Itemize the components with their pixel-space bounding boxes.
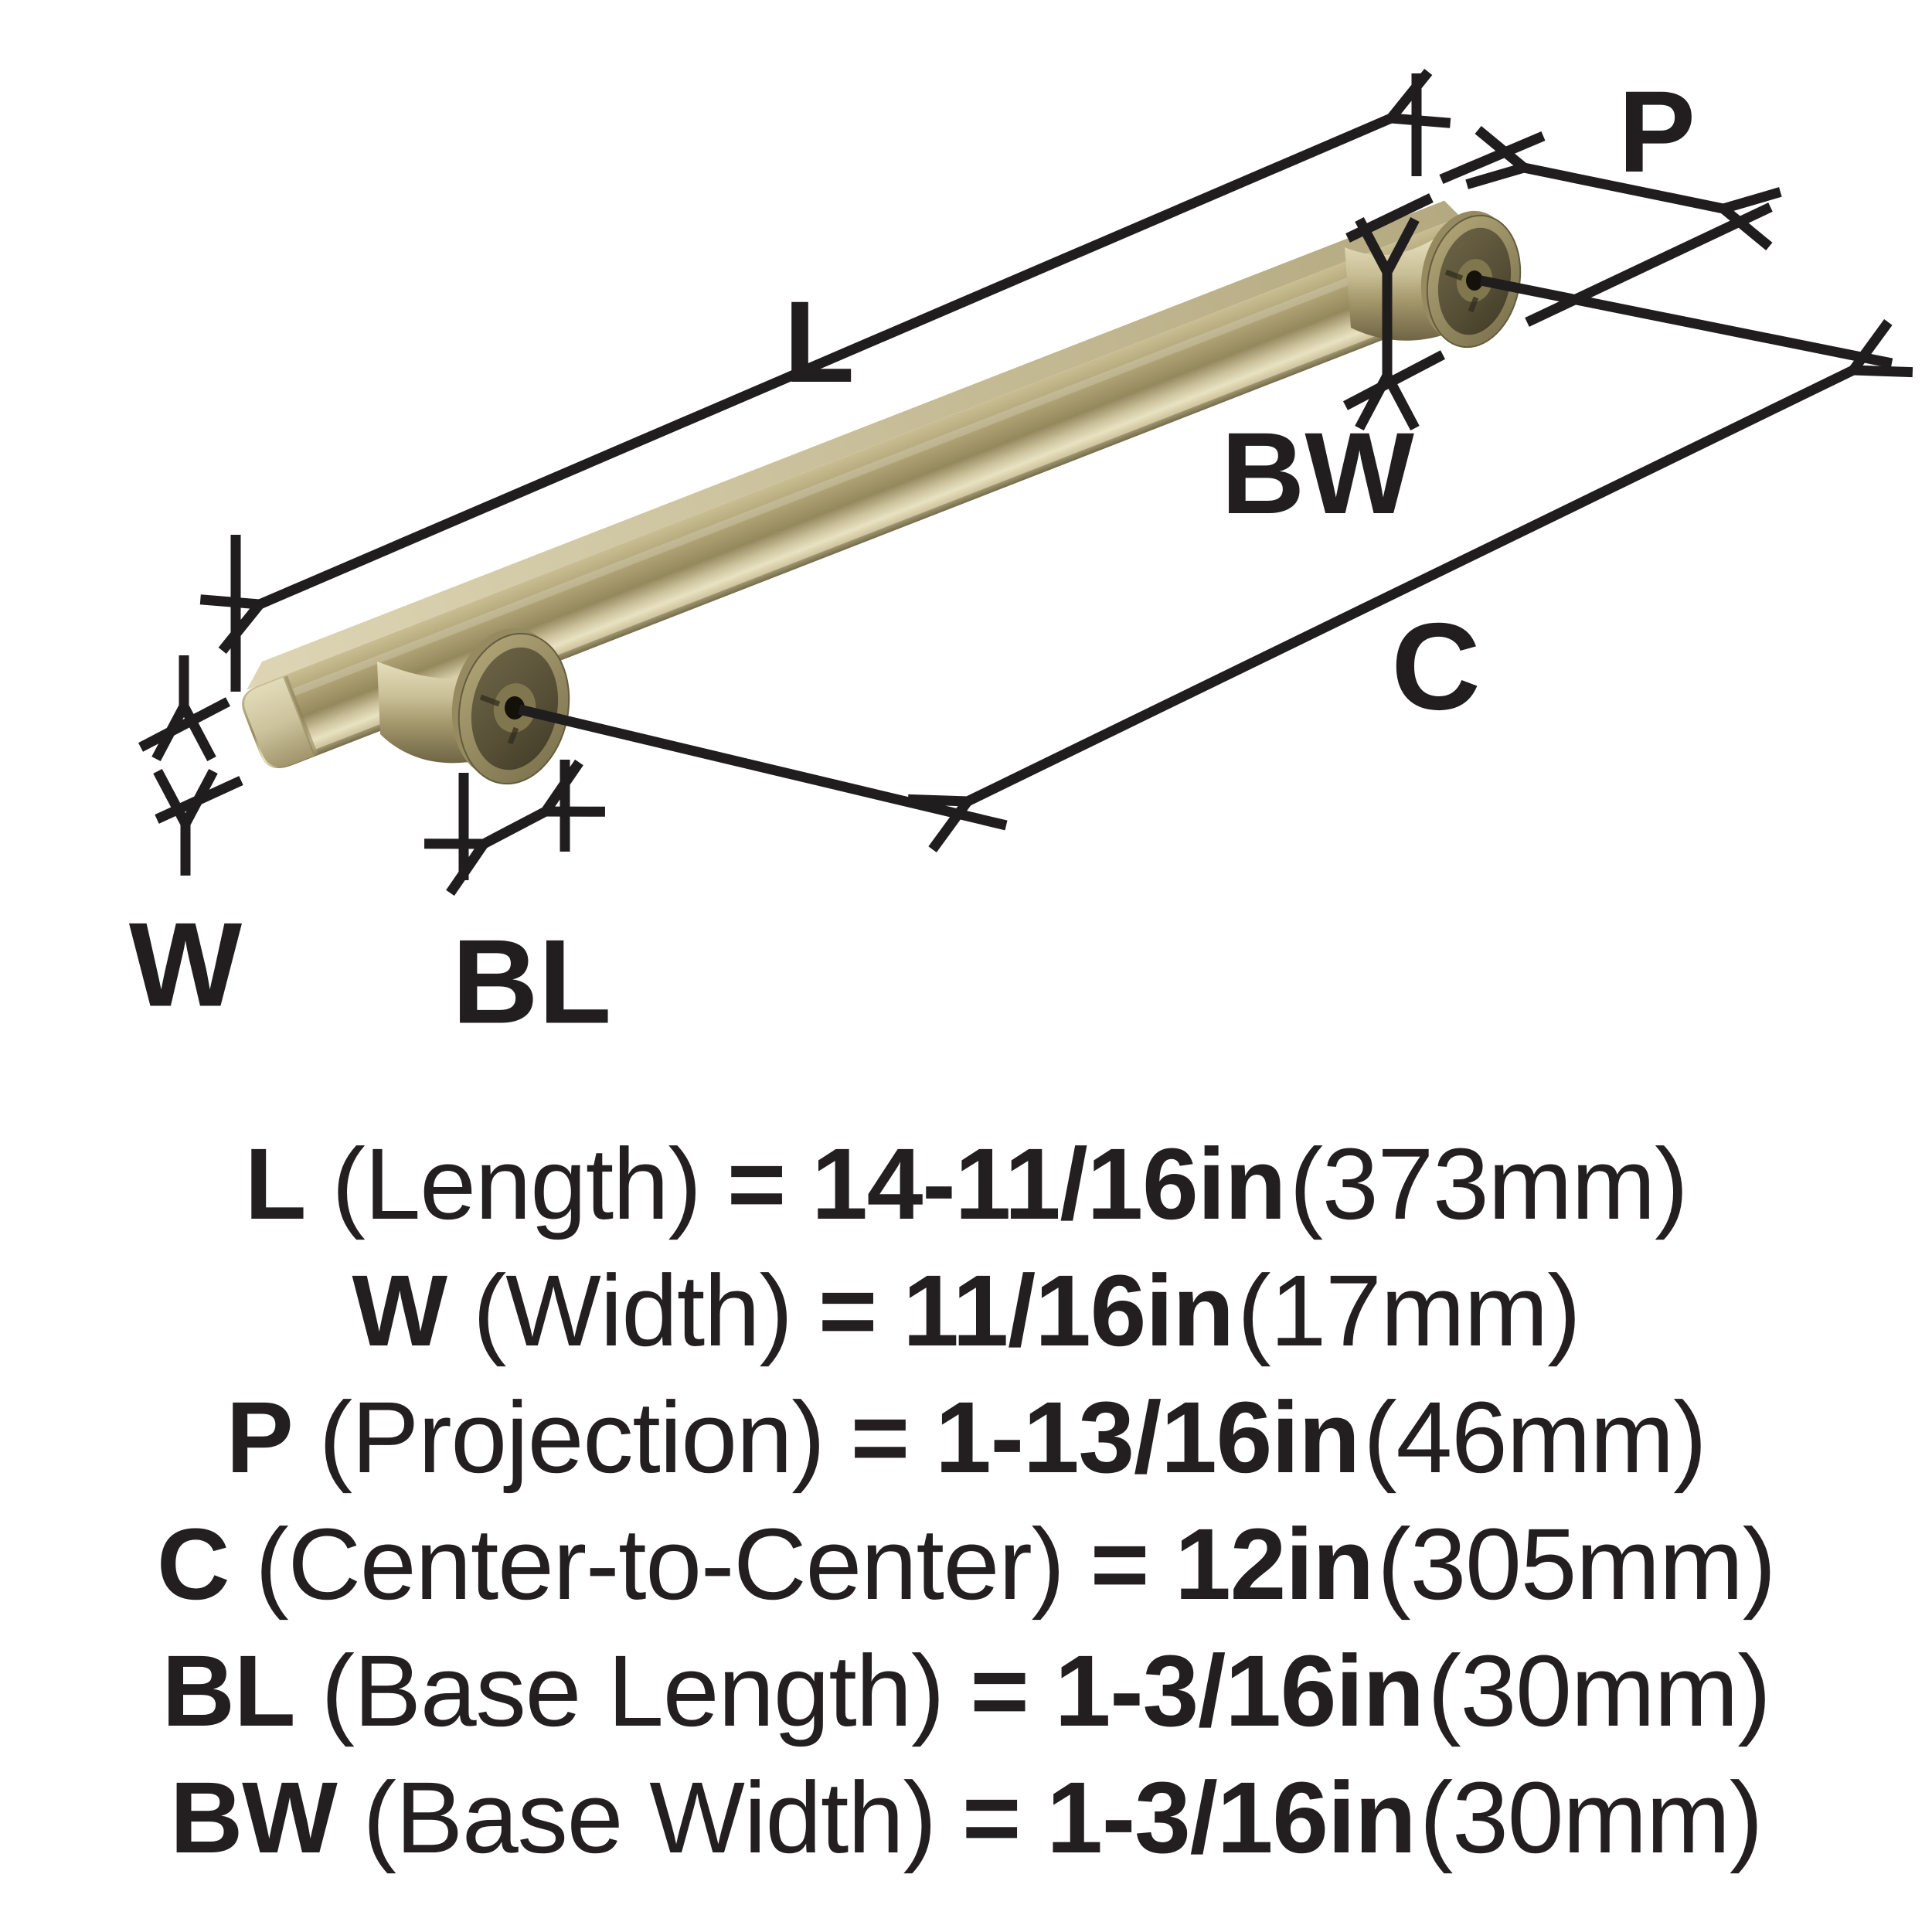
spec-var: BW [169,1760,338,1874]
spec-row-base-width: BW (Base Width) = 1-3/16in (30mm) [0,1754,1932,1881]
left-post-face-notch [479,694,519,745]
spec-desc: (Width) [472,1253,793,1367]
spec-row-base-length: BL (Base Length) = 1-3/16in (30mm) [0,1628,1932,1754]
spec-desc: (Projection) [318,1380,825,1494]
right-post-screw-hole [1466,270,1483,291]
spec-var: BL [162,1634,295,1747]
handle-bar-end-edge [283,675,318,757]
dim-line-center-to-center [968,370,1853,801]
label-projection: P [1618,66,1696,196]
dimension-diagram: L P BW C W BL [129,66,1932,1049]
spec-metric: (30mm) [1427,1634,1771,1747]
spec-equals: = [726,1127,787,1240]
label-center-to-center: C [1391,597,1481,736]
spec-row-center-to-center: C (Center-to-Center) = 12in (305mm) [0,1501,1932,1628]
spec-metric: (30mm) [1419,1760,1764,1874]
spec-var: P [226,1380,293,1494]
left-post-stem [377,662,468,764]
dim-line-length [260,118,1391,604]
spec-desc: (Base Length) [321,1634,944,1747]
spec-var: L [244,1127,307,1240]
spec-var: W [352,1253,447,1367]
tick-width-top [138,697,231,752]
tick-projection-right [1525,202,1773,327]
spec-equals: = [961,1760,1022,1874]
dim-line-base-length [484,811,546,844]
label-width: W [129,898,243,1032]
spec-value: 1-3/16in [1054,1634,1425,1747]
spec-equals: = [1090,1507,1150,1621]
spec-value: 14-11/16in [811,1127,1287,1240]
spec-metric: (305mm) [1377,1507,1776,1621]
tick-base-width-bottom [1342,350,1446,410]
spec-metric: (373mm) [1289,1127,1689,1240]
label-base-width: BW [1221,408,1414,538]
spec-desc: (Center-to-Center) [255,1507,1065,1621]
spec-row-width: W (Width) = 11/16in (17mm) [0,1247,1932,1374]
label-length: L [784,277,855,406]
spec-value: 1-13/16in [934,1380,1360,1494]
spec-desc: (Base Width) [362,1760,937,1874]
handle-bar-end-face [244,676,315,767]
spec-equals: = [970,1634,1029,1747]
spec-row-projection: P (Projection) = 1-13/16in (46mm) [0,1374,1932,1501]
label-base-length: BL [452,915,612,1049]
leader-right-post [1479,275,1893,369]
leader-left-post [518,704,1008,831]
spec-equals: = [818,1253,878,1367]
spec-value: 12in [1175,1507,1374,1621]
spec-list: L (Length) = 14-11/16in (373mm) W (Width… [0,1121,1932,1881]
dim-line-projection [1524,168,1723,209]
spec-equals: = [850,1380,910,1494]
spec-value: 1-3/16in [1046,1760,1417,1874]
tick-width-bottom [155,776,243,824]
spec-metric: (46mm) [1363,1380,1707,1494]
spec-row-length: L (Length) = 14-11/16in (373mm) [0,1121,1932,1247]
spec-desc: (Length) [332,1127,702,1240]
spec-metric: (17mm) [1237,1253,1581,1367]
spec-var: C [156,1507,230,1621]
spec-value: 11/16in [903,1253,1234,1367]
